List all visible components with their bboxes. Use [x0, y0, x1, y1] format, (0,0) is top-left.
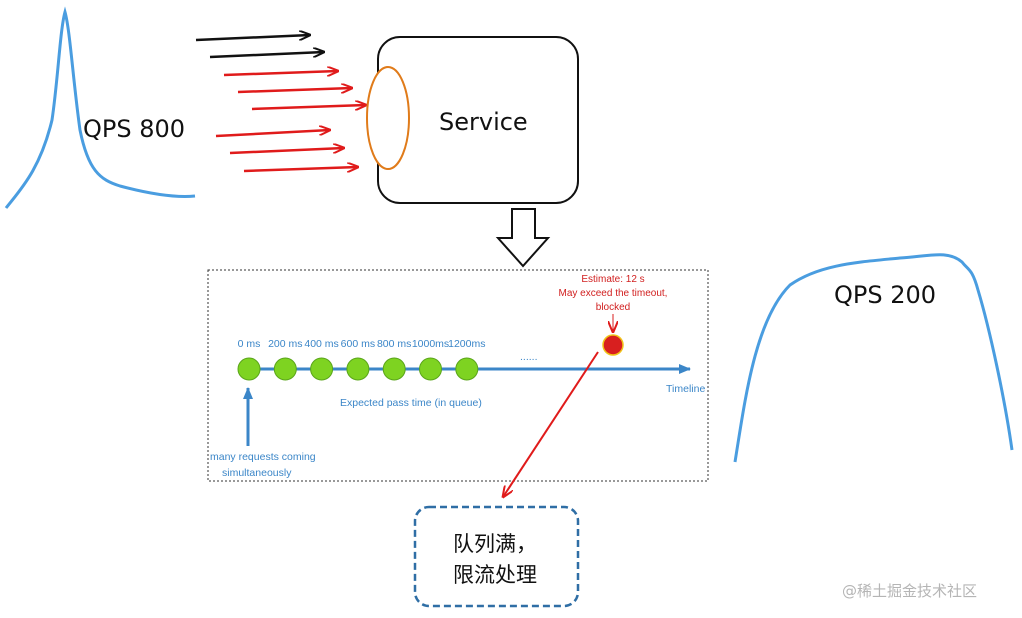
arrival-label-2: simultaneously	[222, 467, 292, 479]
queue-tick-label: 0 ms	[238, 338, 261, 350]
qps-plateau-curve	[733, 253, 1014, 463]
estimate-label: Estimate: 12 s	[581, 274, 644, 285]
down-arrow-icon	[495, 208, 551, 268]
queue-node	[346, 357, 370, 381]
service-entry-ellipse	[366, 66, 410, 170]
queue-node	[310, 357, 334, 381]
queue-full-text: 队列满，	[453, 532, 537, 556]
expected-pass-caption: Expected pass time (in queue)	[340, 397, 482, 409]
timeline-ellipsis: ......	[520, 351, 538, 363]
blocked-label: blocked	[596, 302, 630, 313]
queue-tick-label: 800 ms	[377, 338, 411, 350]
timeline-label: Timeline	[666, 383, 705, 395]
qps-200-label: QPS 200	[834, 281, 936, 309]
rate-limit-text: 限流处理	[453, 563, 537, 587]
overflow-arrow	[503, 351, 599, 497]
queue-node	[419, 357, 442, 381]
qps-800-label: QPS 800	[83, 115, 185, 143]
queue-tick-label: 1200ms	[448, 338, 485, 350]
queue-node	[273, 357, 297, 381]
rate-limit-box	[413, 505, 580, 608]
queue-node	[237, 357, 261, 381]
service-label: Service	[439, 108, 528, 136]
timeout-label: May exceed the timeout,	[559, 288, 668, 299]
queue-node	[455, 357, 479, 381]
queue-node	[382, 357, 406, 381]
blocked-request-node	[602, 334, 624, 356]
queue-tick-label: 400 ms	[304, 338, 338, 350]
queue-tick-label: 600 ms	[341, 338, 375, 350]
qps-spike-curve	[4, 6, 196, 209]
queue-tick-label: 200 ms	[268, 338, 302, 350]
arrival-label-1: many requests coming	[210, 451, 316, 463]
queue-tick-label: 1000ms	[412, 338, 449, 350]
watermark: @稀土掘金技术社区	[842, 582, 977, 600]
incoming-requests	[195, 35, 366, 171]
